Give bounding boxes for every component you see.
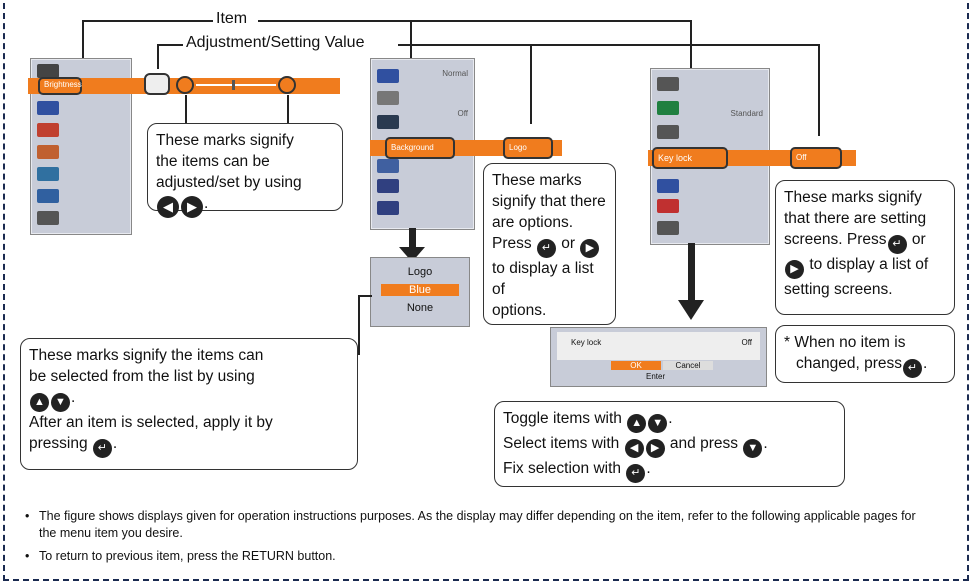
down-arrow: [678, 300, 704, 320]
down-button-icon: ▼: [743, 439, 763, 458]
down-button-icon: ▼: [51, 393, 70, 412]
enter-button-icon: ↵: [92, 439, 112, 458]
enter-button-icon: ↵: [903, 359, 922, 378]
left-button-icon: ◀: [157, 196, 179, 218]
cancel-button[interactable]: Cancel: [663, 361, 713, 370]
enter-button-icon: ↵: [536, 239, 556, 258]
callout-options: These marks signify that there are optio…: [483, 163, 616, 325]
callout-list: These marks signify the items can be sel…: [20, 338, 358, 470]
right-button-icon: ▶: [645, 439, 665, 458]
notes: The figure shows displays given for oper…: [25, 508, 925, 565]
off-value[interactable]: Off: [790, 147, 842, 169]
callout-screens: These marks signify that there are setti…: [775, 180, 955, 315]
slider-knob: [232, 80, 235, 90]
right-button-icon: ▶: [181, 196, 203, 218]
right-adjust-mark: [278, 76, 296, 94]
item-label: Item: [213, 10, 251, 28]
up-button-icon: ▲: [627, 414, 647, 433]
callout-nochange: * When no item is changed, press↵.: [775, 325, 955, 383]
value-box: [144, 73, 170, 95]
dashed-frame: [3, 3, 969, 581]
note-2: To return to previous item, press the RE…: [25, 548, 925, 565]
options-dropdown: Logo Blue None: [370, 257, 470, 327]
note-1: The figure shows displays given for oper…: [25, 508, 925, 542]
enter-button-icon: ↵: [626, 464, 646, 483]
option-logo[interactable]: Logo: [407, 266, 433, 278]
right-button-icon: ▶: [785, 260, 804, 279]
adjustment-label: Adjustment/Setting Value: [183, 34, 368, 52]
option-blue[interactable]: Blue: [381, 284, 459, 296]
logo-value[interactable]: Logo: [503, 137, 553, 159]
left-button-icon: ◀: [624, 439, 644, 458]
enter-hint: Enter: [646, 372, 666, 381]
up-button-icon: ▲: [30, 393, 49, 412]
enter-button-icon: ↵: [887, 235, 907, 254]
ok-button[interactable]: OK: [611, 361, 661, 370]
left-adjust-mark: [176, 76, 194, 94]
slider-track: [196, 84, 276, 86]
background-item[interactable]: Background: [385, 137, 455, 159]
callout-toggle: Toggle items with ▲▼. Select items with …: [494, 401, 845, 487]
right-button-icon: ▶: [580, 239, 600, 258]
callout-adjust: These marks signify the items can be adj…: [147, 123, 343, 218]
option-none[interactable]: None: [406, 302, 434, 314]
down-button-icon: ▼: [648, 414, 668, 433]
keylock-item[interactable]: Key lock: [652, 147, 728, 169]
keylock-dialog: Key lock Off OK Cancel Enter: [550, 327, 767, 387]
brightness-item[interactable]: Brightness: [38, 77, 82, 95]
